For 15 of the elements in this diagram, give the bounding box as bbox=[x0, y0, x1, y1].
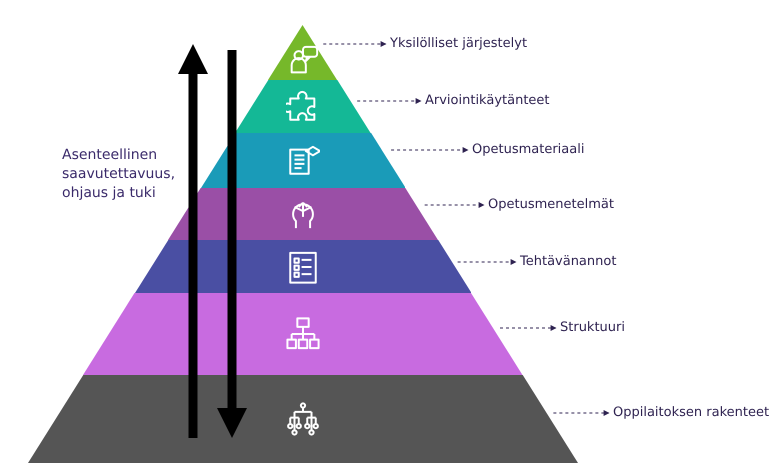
leader-line bbox=[390, 147, 469, 153]
layer-label: Opetusmenetelmät bbox=[488, 197, 614, 213]
leader-line bbox=[356, 98, 422, 104]
layer-label: Tehtävänannot bbox=[520, 254, 616, 270]
leader-line bbox=[500, 325, 557, 331]
layer-label: Oppilaitoksen rakenteet bbox=[613, 405, 770, 421]
layer-label: Struktuuri bbox=[560, 320, 625, 336]
leader-line bbox=[552, 410, 610, 416]
layer-label: Yksilölliset järjestelyt bbox=[390, 36, 528, 52]
side-note: Asenteellinen saavutettavuus, ohjaus ja tuki bbox=[62, 146, 176, 203]
leader-line bbox=[322, 41, 387, 47]
leader-line bbox=[424, 202, 485, 208]
layer-label: Arviointikäytänteet bbox=[425, 93, 550, 109]
layer-label: Opetusmateriaali bbox=[472, 142, 584, 158]
leader-line bbox=[457, 259, 517, 265]
